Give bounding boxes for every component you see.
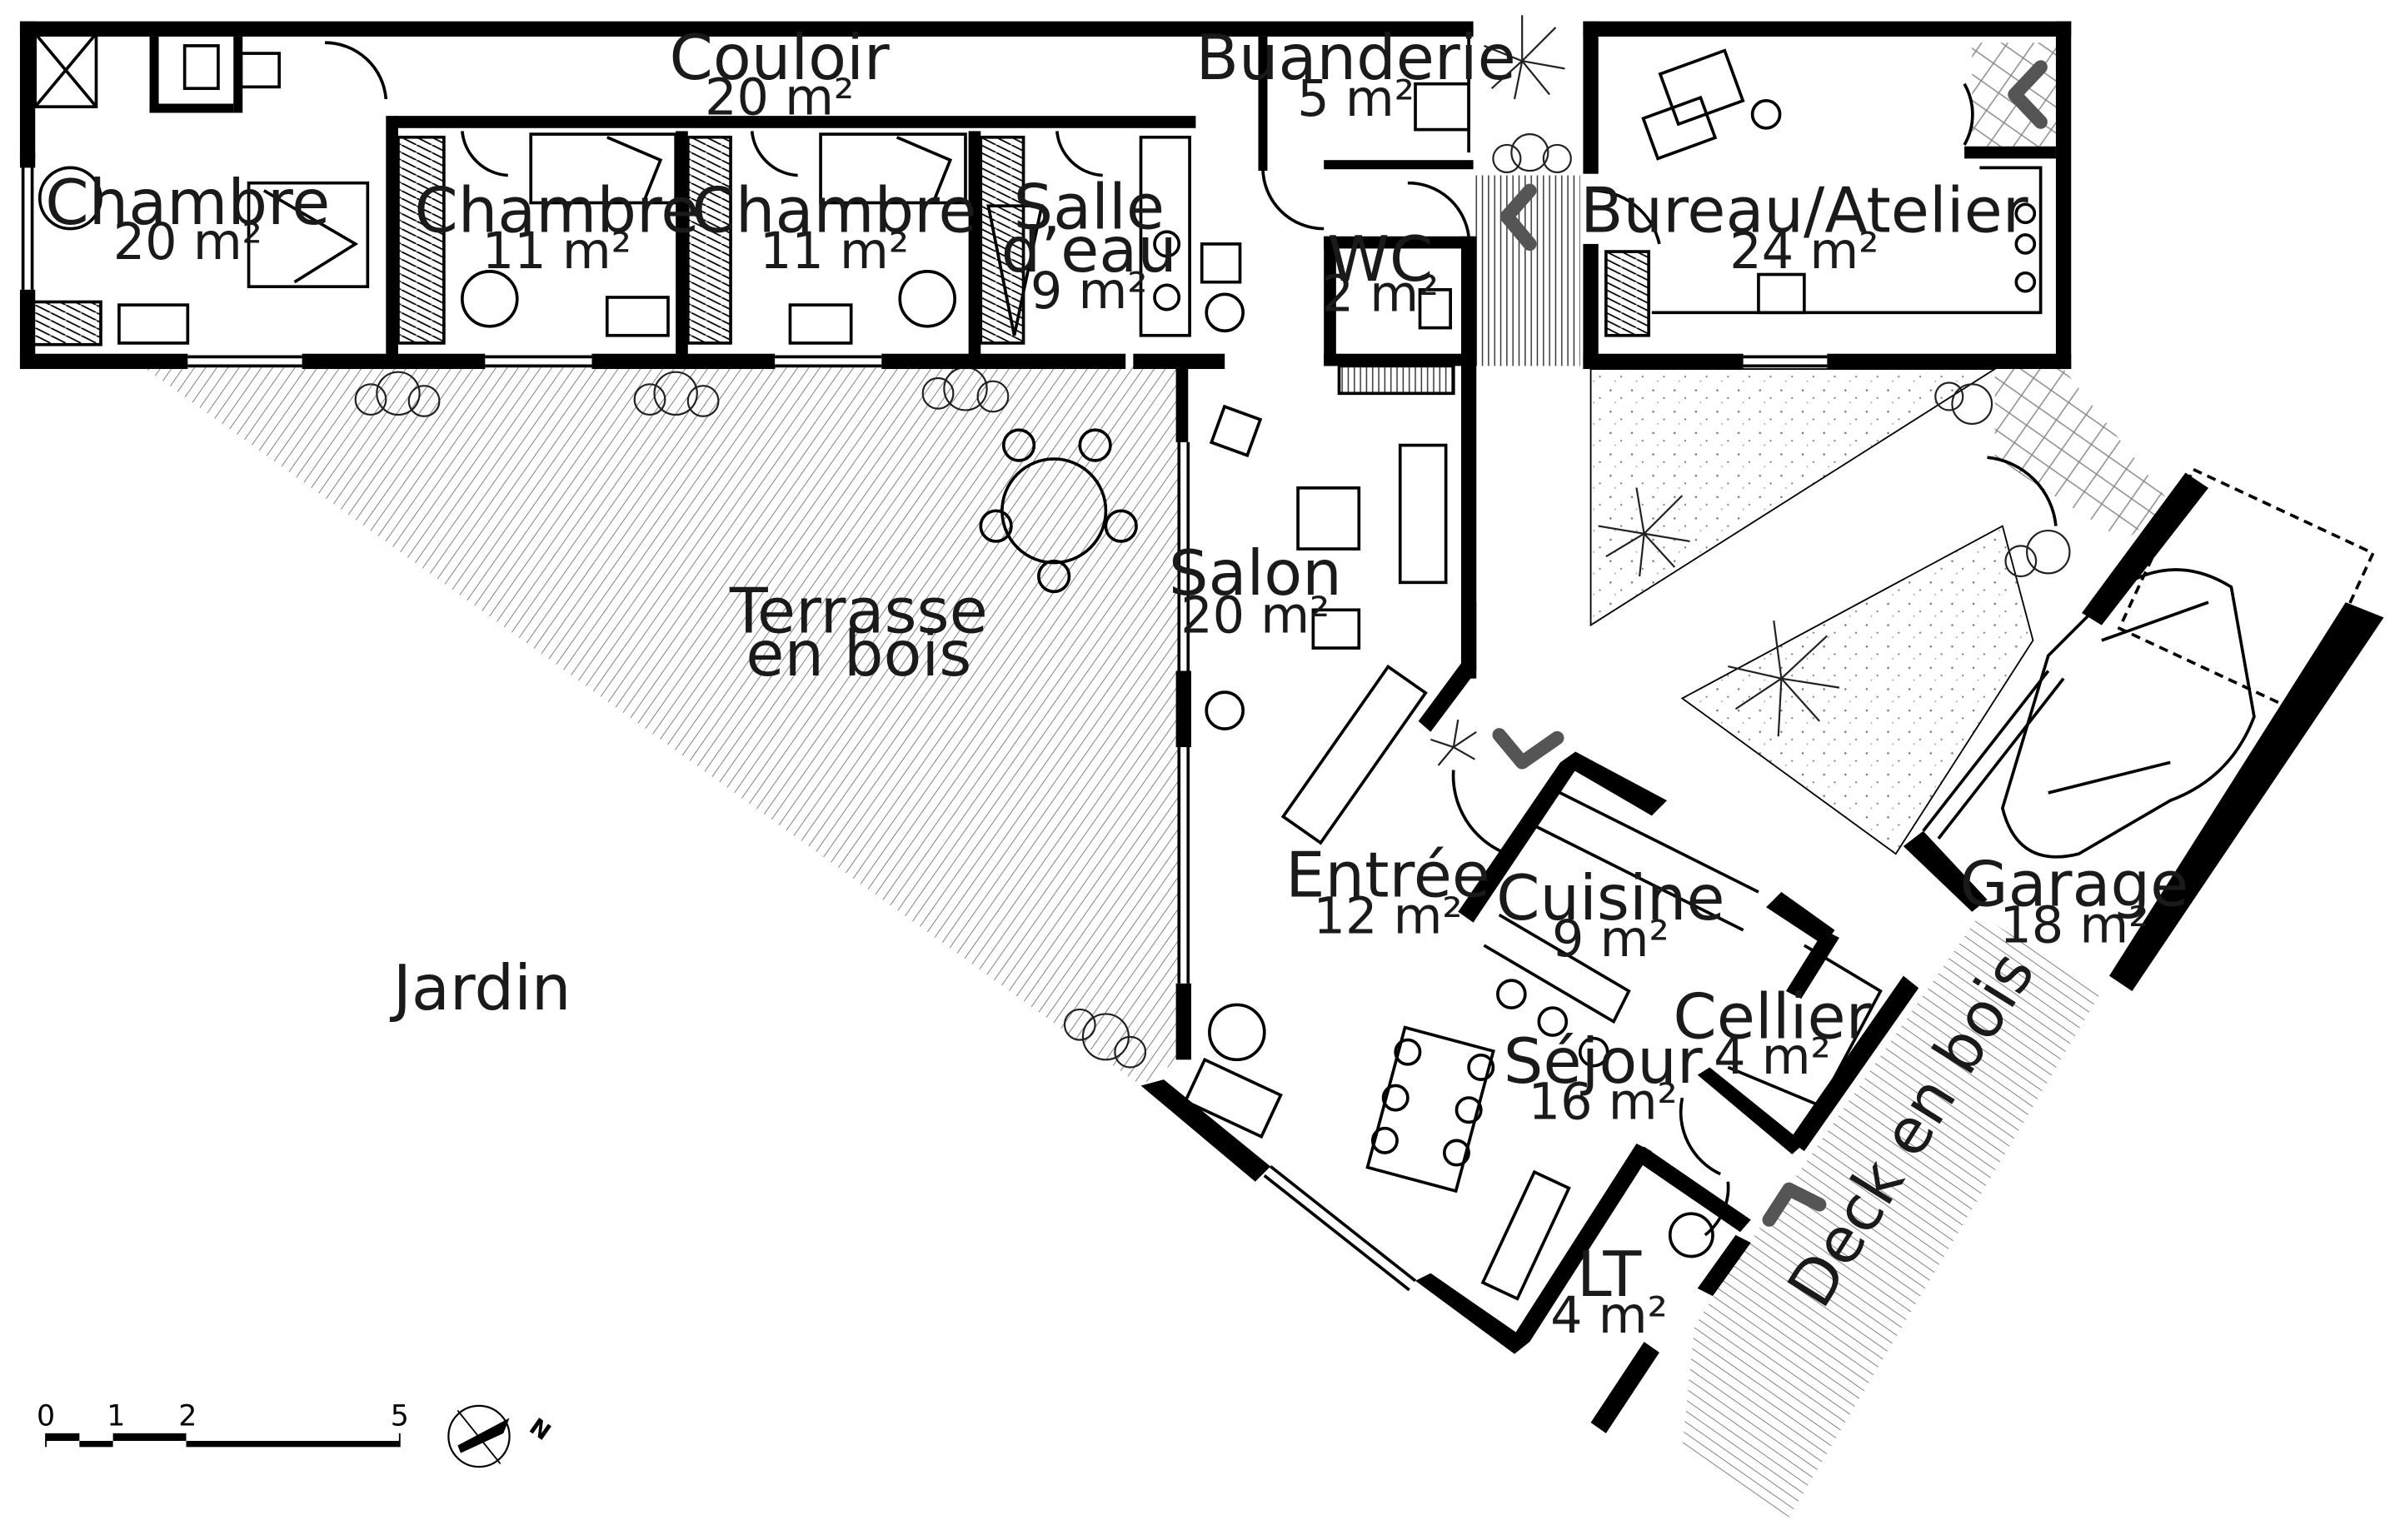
area-name-terrasse-2: en bois	[746, 617, 971, 690]
room-name-chambre-2: Chambre	[414, 173, 699, 247]
scale-tick-1: 1	[107, 1400, 125, 1433]
palm-plant-icon	[1430, 15, 1840, 766]
room-name-sejour: Séjour	[1504, 1024, 1703, 1098]
room-area-couloir: 20 m²	[705, 68, 854, 127]
room-name-couloir: Couloir	[669, 21, 889, 94]
terrace-deck-surface	[142, 366, 1180, 1086]
scale-tick-2: 2	[178, 1400, 197, 1433]
area-name-terrasse-1: Terrasse	[729, 575, 988, 648]
room-name-chambre-1: Chambre	[45, 166, 330, 239]
room-name-salle-eau-2: d’eau	[1001, 213, 1177, 287]
room-name-salle-eau-1: Salle	[1014, 171, 1165, 244]
entrance-arrows	[1492, 60, 2048, 1227]
room-name-cuisine: Cuisine	[1496, 861, 1725, 934]
room-area-chambre-3: 11 m²	[760, 222, 909, 281]
scale-tick-0: 0	[37, 1400, 55, 1433]
room-name-buanderie: Buanderie	[1195, 21, 1515, 94]
room-area-lt: 4 m²	[1550, 1287, 1668, 1345]
room-area-salle-eau: 9 m²	[1030, 262, 1148, 321]
room-name-wc: WC	[1328, 222, 1434, 296]
room-area-wc: 2 m²	[1322, 265, 1439, 323]
room-area-salon: 20 m²	[1180, 587, 1330, 645]
shrub-icon	[354, 133, 2071, 1069]
windows	[21, 36, 1828, 1292]
room-area-chambre-2: 11 m²	[482, 222, 631, 281]
room-name-salon: Salon	[1169, 536, 1342, 610]
room-area-cellier: 4 m²	[1714, 1028, 1831, 1086]
room-area-cuisine: 9 m²	[1552, 910, 1669, 969]
walls	[19, 21, 2384, 1433]
area-name-jardin: Jardin	[390, 951, 571, 1024]
room-name-lt: LT	[1577, 1238, 1642, 1311]
room-area-entree: 12 m²	[1314, 887, 1463, 945]
room-labels: Chambre 20 m² Couloir 20 m² Chambre 11 m…	[45, 21, 2188, 1345]
deck-surface	[1682, 915, 2102, 1518]
room-area-garage: 18 m²	[1999, 896, 2148, 954]
room-area-sejour: 16 m²	[1529, 1074, 1678, 1132]
entry-decking	[1473, 175, 1580, 366]
scale-tick-5: 5	[391, 1400, 409, 1433]
entrance-arrow-icon	[1492, 728, 1564, 770]
room-name-cellier: Cellier	[1673, 980, 1871, 1054]
room-name-entree: Entrée	[1285, 838, 1490, 911]
room-name-bureau: Bureau/Atelier	[1580, 173, 2028, 247]
scale-bar: 0 1 2 5	[37, 1400, 409, 1448]
north-label: N	[525, 1414, 556, 1447]
room-area-bureau: 24 m²	[1729, 222, 1879, 281]
room-name-chambre-3: Chambre	[692, 173, 977, 247]
room-area-buanderie: 5 m²	[1297, 70, 1415, 128]
garage-door-track	[1922, 670, 2065, 840]
north-arrow-icon: N	[447, 1404, 556, 1468]
entrance-arrow-icon	[1762, 1182, 1827, 1227]
entrance-arrow-icon	[1499, 183, 1537, 252]
doors	[325, 41, 2058, 1237]
room-area-chambre-1: 20 m²	[113, 213, 262, 272]
entrance-arrow-icon	[2008, 60, 2048, 129]
gravel-courtyard	[1589, 368, 2034, 855]
room-name-garage: Garage	[1959, 847, 2188, 920]
